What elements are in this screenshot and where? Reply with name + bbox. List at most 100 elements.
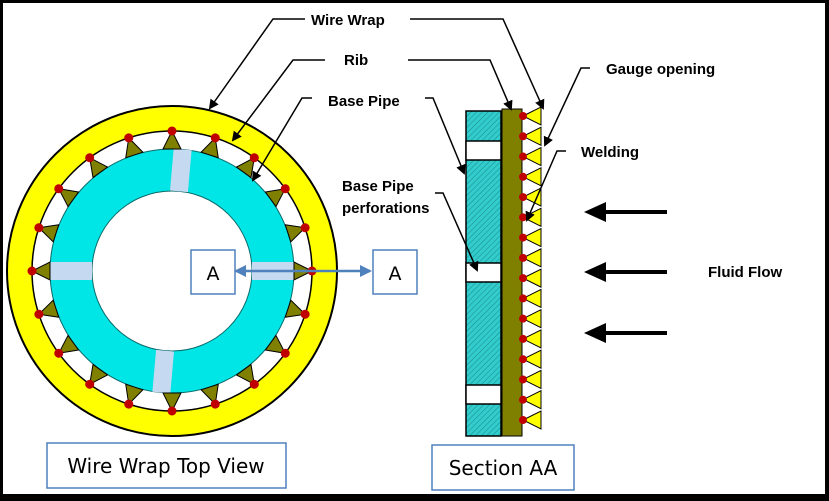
leader-wire-wrap-top (208, 18, 305, 110)
top-view-rib (235, 153, 259, 179)
section-welding-dot (519, 172, 527, 181)
section-welding-dot (519, 274, 527, 283)
caption-section: Section AA (449, 456, 558, 480)
rib-triangle (57, 334, 80, 354)
section-marker-left-box (190, 249, 236, 295)
welding-dot (167, 406, 177, 416)
section-perforation (465, 140, 502, 161)
welding-dot (280, 348, 290, 358)
top-view-perforation (50, 262, 92, 280)
top-view-rib (162, 126, 182, 150)
section-wire (521, 187, 542, 207)
top-view-rib (34, 299, 60, 319)
flow-arrow-head (584, 262, 606, 282)
section-welding-dot (519, 334, 527, 343)
section-rib (501, 108, 523, 437)
top-view-rib (54, 184, 80, 208)
section-arrow-right (360, 265, 372, 277)
caption-top-view-box (46, 442, 287, 489)
section-wire (521, 248, 542, 268)
caption-section-box (431, 444, 575, 491)
leader-gauge-opening (543, 67, 590, 147)
section-wire (521, 349, 542, 370)
section-wire (521, 329, 542, 349)
leader-perforations (435, 192, 479, 272)
leader-base-pipe-section (425, 97, 466, 175)
rib-triangle (125, 136, 144, 159)
welding-dot (300, 309, 310, 319)
welding-dot (85, 379, 95, 389)
rib-triangle (264, 188, 287, 208)
top-view-rib (200, 133, 220, 159)
wire-wrap-screen-diagram: A A (6, 12, 782, 491)
label-rib: Rib (344, 52, 368, 69)
section-marker-right-box (372, 249, 418, 295)
top-view-rib (124, 383, 144, 409)
rib-triangle (162, 129, 182, 150)
leader-lines (208, 18, 590, 272)
top-view-perforation (152, 349, 174, 394)
section-welding-dot (519, 112, 527, 120)
section-welding-dot (519, 416, 527, 424)
rib-triangle (57, 188, 80, 208)
top-view-rib (27, 261, 51, 281)
label-base-pipe: Base Pipe (328, 93, 400, 110)
top-view-rib (124, 133, 144, 159)
section-welding-dot (519, 132, 527, 141)
caption-top-view: Wire Wrap Top View (67, 454, 264, 478)
welding-dot (249, 153, 259, 163)
label-perforations-line1: Base Pipe (342, 178, 414, 195)
section-welding-dot (519, 213, 527, 222)
top-view-rib (85, 153, 109, 179)
rib-triangle (235, 156, 255, 179)
section-wire (521, 410, 542, 430)
label-fluid-flow: Fluid Flow (708, 264, 782, 281)
section-welding-dot (519, 395, 527, 404)
leader-base-pipe-top (251, 97, 312, 182)
section-welding-dot (519, 314, 527, 323)
top-view (6, 105, 338, 437)
top-view-rib (54, 334, 80, 358)
top-view-rib (162, 392, 182, 416)
welding-dot (210, 399, 220, 409)
rib-triangle (284, 224, 307, 243)
section-wires (519, 106, 542, 430)
flow-arrow-head (584, 202, 606, 222)
rib-triangle (125, 383, 144, 406)
top-view-rib (284, 299, 310, 319)
section-wire (521, 166, 542, 187)
leader-wire-wrap-section (410, 18, 545, 110)
top-view-rib (264, 184, 290, 208)
section-welding-dot (519, 253, 527, 262)
top-view-rib (264, 334, 290, 358)
top-view-rib (235, 363, 259, 389)
welding-dot (280, 184, 290, 194)
fluid-flow-arrows (584, 202, 667, 343)
section-welding-dot (519, 294, 527, 303)
leader-rib-top (231, 59, 325, 142)
section-arrow-left (234, 265, 246, 277)
section-wire (521, 369, 542, 390)
rib-triangle (162, 392, 182, 413)
section-wire (521, 288, 542, 309)
perforation-slot (152, 349, 174, 394)
rib-triangle (264, 334, 287, 354)
section-wire (521, 227, 542, 248)
top-view-rib (85, 363, 109, 389)
section-wire (521, 389, 542, 410)
perforation-slot (170, 148, 192, 193)
section-marker-left: A (207, 263, 220, 285)
welding-dot (34, 309, 44, 319)
welding-dot (27, 266, 37, 276)
rib-triangle (200, 383, 219, 406)
top-view-rib (200, 383, 220, 409)
top-view-perforation (170, 148, 192, 193)
welding-dot (210, 133, 220, 143)
rib-triangle (89, 363, 109, 386)
rib-triangle (284, 299, 307, 318)
welding-dot (124, 133, 134, 143)
label-gauge-opening: Gauge opening (606, 61, 715, 78)
rib-triangle (89, 156, 109, 179)
welding-dot (54, 348, 64, 358)
